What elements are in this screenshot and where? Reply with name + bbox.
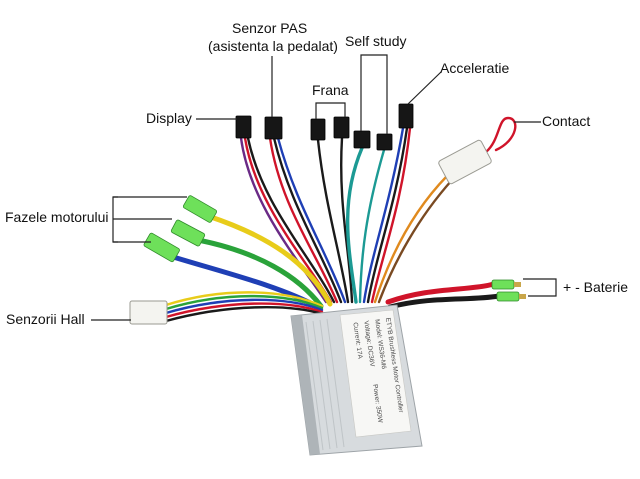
wire-selfstudy-teal-1 (345, 146, 364, 304)
connectors (129, 103, 526, 325)
controller-box: ETYB Brushless Motor Controller Model: W… (290, 304, 423, 456)
wire-pas-red (268, 136, 339, 304)
controller-rib (312, 320, 331, 450)
pas-connector (264, 116, 283, 140)
wire-phase-yellow (205, 213, 333, 307)
wire-accel-red (370, 126, 412, 304)
wire-phase-green (195, 237, 324, 309)
baterie-bracket (523, 278, 557, 297)
label-senzor-pas: Senzor PAS (232, 20, 307, 36)
controller-rib (305, 321, 324, 451)
wire-accel-blue (362, 126, 405, 304)
wire-contact-yellow (373, 174, 449, 304)
label-frana: Frana (312, 82, 349, 98)
wire-battery-red (385, 281, 497, 305)
phase-connector-3 (143, 232, 180, 263)
wire-battery-black (387, 293, 502, 310)
wire-contact-brown (377, 178, 454, 304)
label-display: Display (146, 110, 192, 126)
label-acceleratie: Acceleratie (440, 60, 509, 76)
hall-connector (129, 300, 168, 325)
label-fazele-motorului: Fazele motorului (5, 209, 109, 225)
wire-bundle (164, 116, 517, 323)
label-contact: Contact (542, 113, 590, 129)
wire-hall-red (164, 302, 324, 319)
acceleratie-leader (407, 71, 442, 105)
phase-connector-1 (182, 195, 218, 223)
selfstudy-connector-2 (376, 133, 393, 151)
battery-minus-connector (496, 291, 520, 302)
accel-connector (398, 103, 414, 129)
controller-sticker (339, 309, 412, 438)
wire-pas-black (272, 136, 343, 304)
display-connector (235, 115, 252, 139)
controller-rib (319, 319, 338, 449)
wire-selfstudy-teal-2 (358, 148, 386, 304)
phase-connector-2 (170, 219, 206, 247)
controller-side (291, 315, 320, 455)
leader-lines (91, 54, 557, 321)
wire-display-purple (239, 136, 328, 304)
label-baterie: + - Baterie (563, 279, 628, 295)
label-senzor-pas-sub: (asistenta la pedalat) (208, 38, 338, 54)
wire-hall-black (164, 306, 324, 323)
selfstudy-bracket (360, 54, 388, 134)
frana-bracket (315, 102, 346, 119)
battery-minus-tip (519, 294, 526, 299)
wire-display-black (246, 136, 336, 304)
wire-hall-blue (164, 298, 324, 315)
wire-accel-black (366, 126, 409, 304)
labels: Senzor PAS (asistenta la pedalat) Self s… (5, 20, 628, 327)
battery-plus-connector (491, 279, 515, 290)
selfstudy-connector-1 (353, 130, 371, 149)
wire-frana-black-2 (339, 136, 354, 304)
wire-frana-black-1 (316, 138, 350, 304)
contact-connector (438, 139, 492, 185)
frana-connector-2 (333, 116, 350, 139)
wire-hall-yellow (164, 291, 324, 308)
battery-plus-tip (514, 282, 521, 287)
frana-connector-1 (310, 118, 326, 141)
wire-hall-green (164, 294, 324, 311)
controller-rib (326, 318, 345, 448)
wire-contact-red-loop (484, 116, 517, 154)
wire-pas-blue (276, 136, 347, 304)
label-senzorii-hall: Senzorii Hall (6, 311, 85, 327)
label-self-study: Self study (345, 33, 406, 49)
